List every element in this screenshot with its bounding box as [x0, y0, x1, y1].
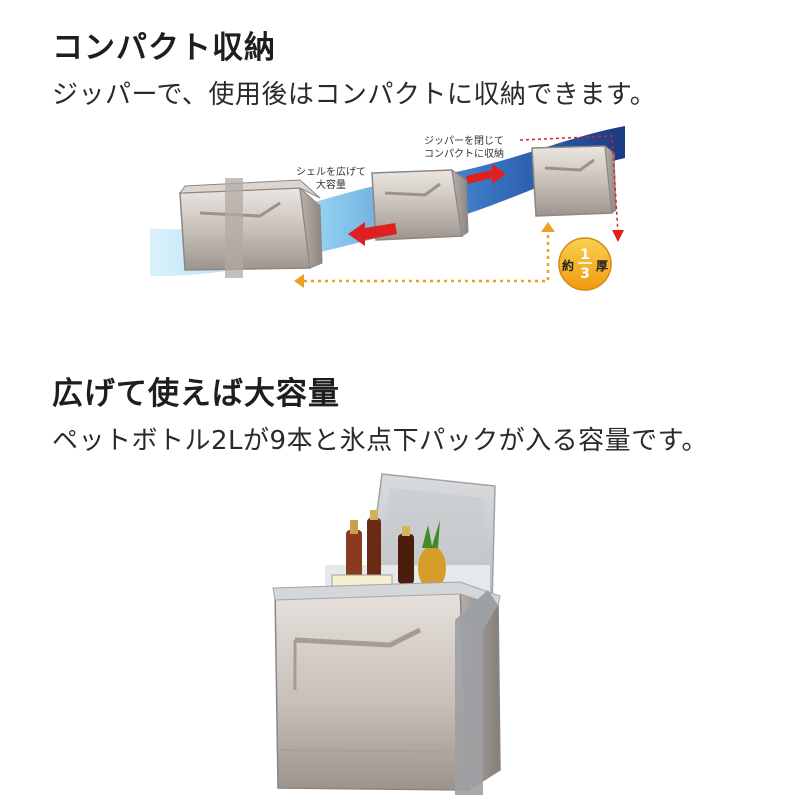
section-compact-description: ジッパーで、使用後はコンパクトに収納できます。: [52, 80, 657, 110]
cooler-expanded: [178, 178, 323, 278]
orange-arrowhead-up: [541, 222, 555, 232]
red-dashed-outline: [519, 135, 619, 234]
dotted-return-line: [300, 228, 550, 283]
section-compact-heading: コンパクト収納: [52, 30, 276, 66]
section-capacity-heading: 広げて使えば大容量: [52, 376, 340, 412]
red-arrow-expand: [348, 222, 397, 246]
open-cooler-image: [272, 473, 501, 795]
orange-arrowhead-left: [294, 274, 304, 288]
callout-close-line2: コンパクトに収納: [424, 149, 504, 160]
red-arrowhead-down: [612, 230, 624, 242]
red-arrow-compress: [466, 164, 506, 184]
one-third-thickness-badge: 約 1 3 厚: [558, 237, 612, 291]
callout-expand-line2: 大容量: [316, 180, 346, 191]
callout-expand-line1: シェルを広げて: [296, 167, 366, 178]
section-capacity-description: ペットボトル2Lが9本と氷点下パックが入る容量です。: [52, 426, 708, 456]
badge-prefix: 約: [562, 258, 574, 273]
cooler-middle: [371, 168, 469, 241]
callout-expand: シェルを広げて 大容量: [296, 166, 366, 192]
badge-denominator: 3: [580, 266, 590, 282]
callout-zipper: ジッパー: [496, 208, 536, 219]
callout-close: ジッパーを閉じて コンパクトに収納: [424, 135, 504, 161]
callout-close-line1: ジッパーを閉じて: [424, 136, 504, 147]
badge-numerator: 1: [580, 247, 590, 263]
cooler-compact: [531, 144, 617, 217]
badge-suffix: 厚: [596, 259, 608, 273]
compact-storage-diagram: 約 1 3 厚: [150, 126, 625, 291]
